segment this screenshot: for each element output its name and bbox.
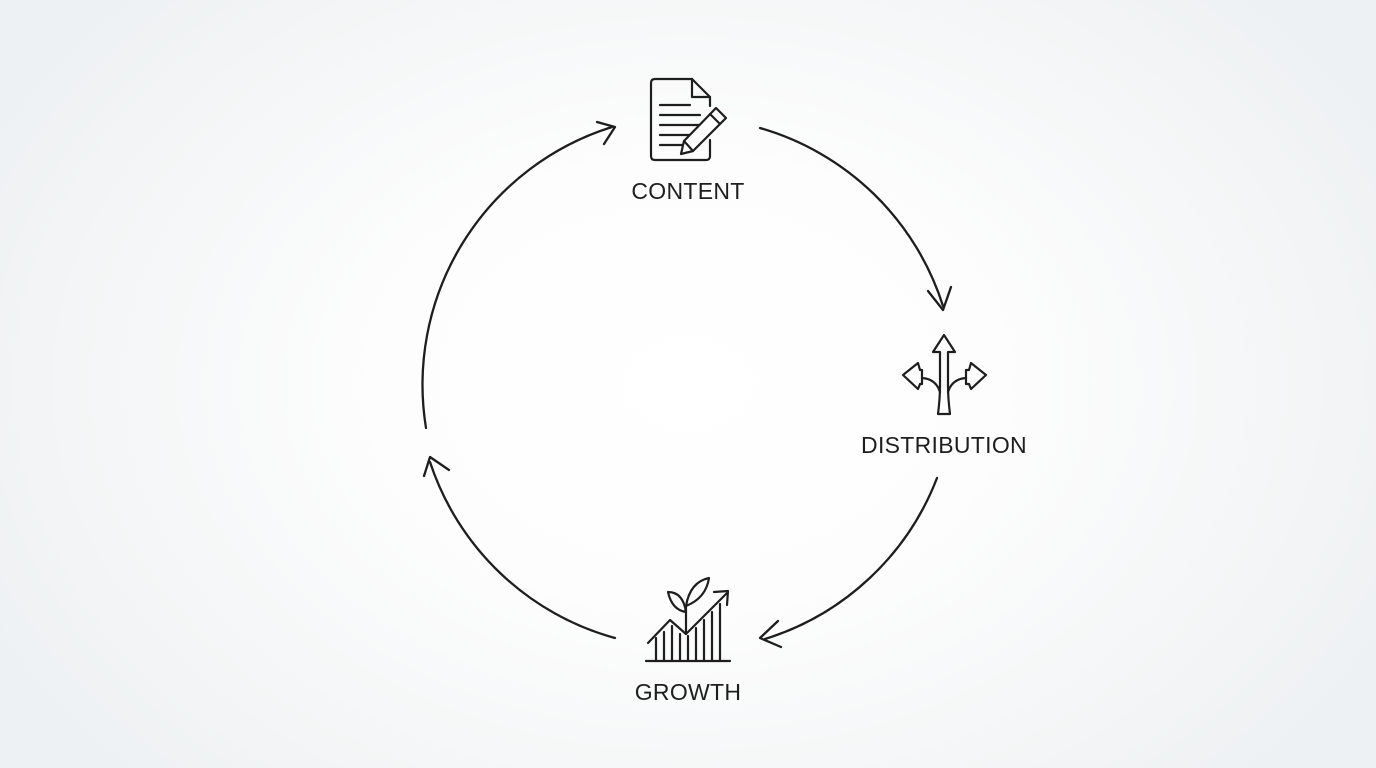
node-growth: GROWTH [635, 576, 742, 705]
arrowhead-icon [758, 619, 783, 649]
arrowhead-icon [926, 285, 953, 312]
node-content: CONTENT [631, 77, 744, 204]
node-label-growth: GROWTH [635, 679, 742, 705]
node-label-distribution: DISTRIBUTION [861, 432, 1027, 458]
arrowhead-icon [422, 455, 451, 478]
arrowhead-icon [595, 120, 617, 146]
node-label-content: CONTENT [631, 178, 744, 204]
document-pencil-icon [649, 77, 728, 162]
edge-content-to-distribution [758, 126, 953, 312]
branching-arrows-icon [901, 333, 988, 416]
edge-growth-to-content [421, 120, 617, 640]
edge-distribution-to-growth [758, 476, 939, 649]
plant-chart-growth-icon [644, 576, 732, 663]
node-distribution: DISTRIBUTION [861, 333, 1027, 458]
